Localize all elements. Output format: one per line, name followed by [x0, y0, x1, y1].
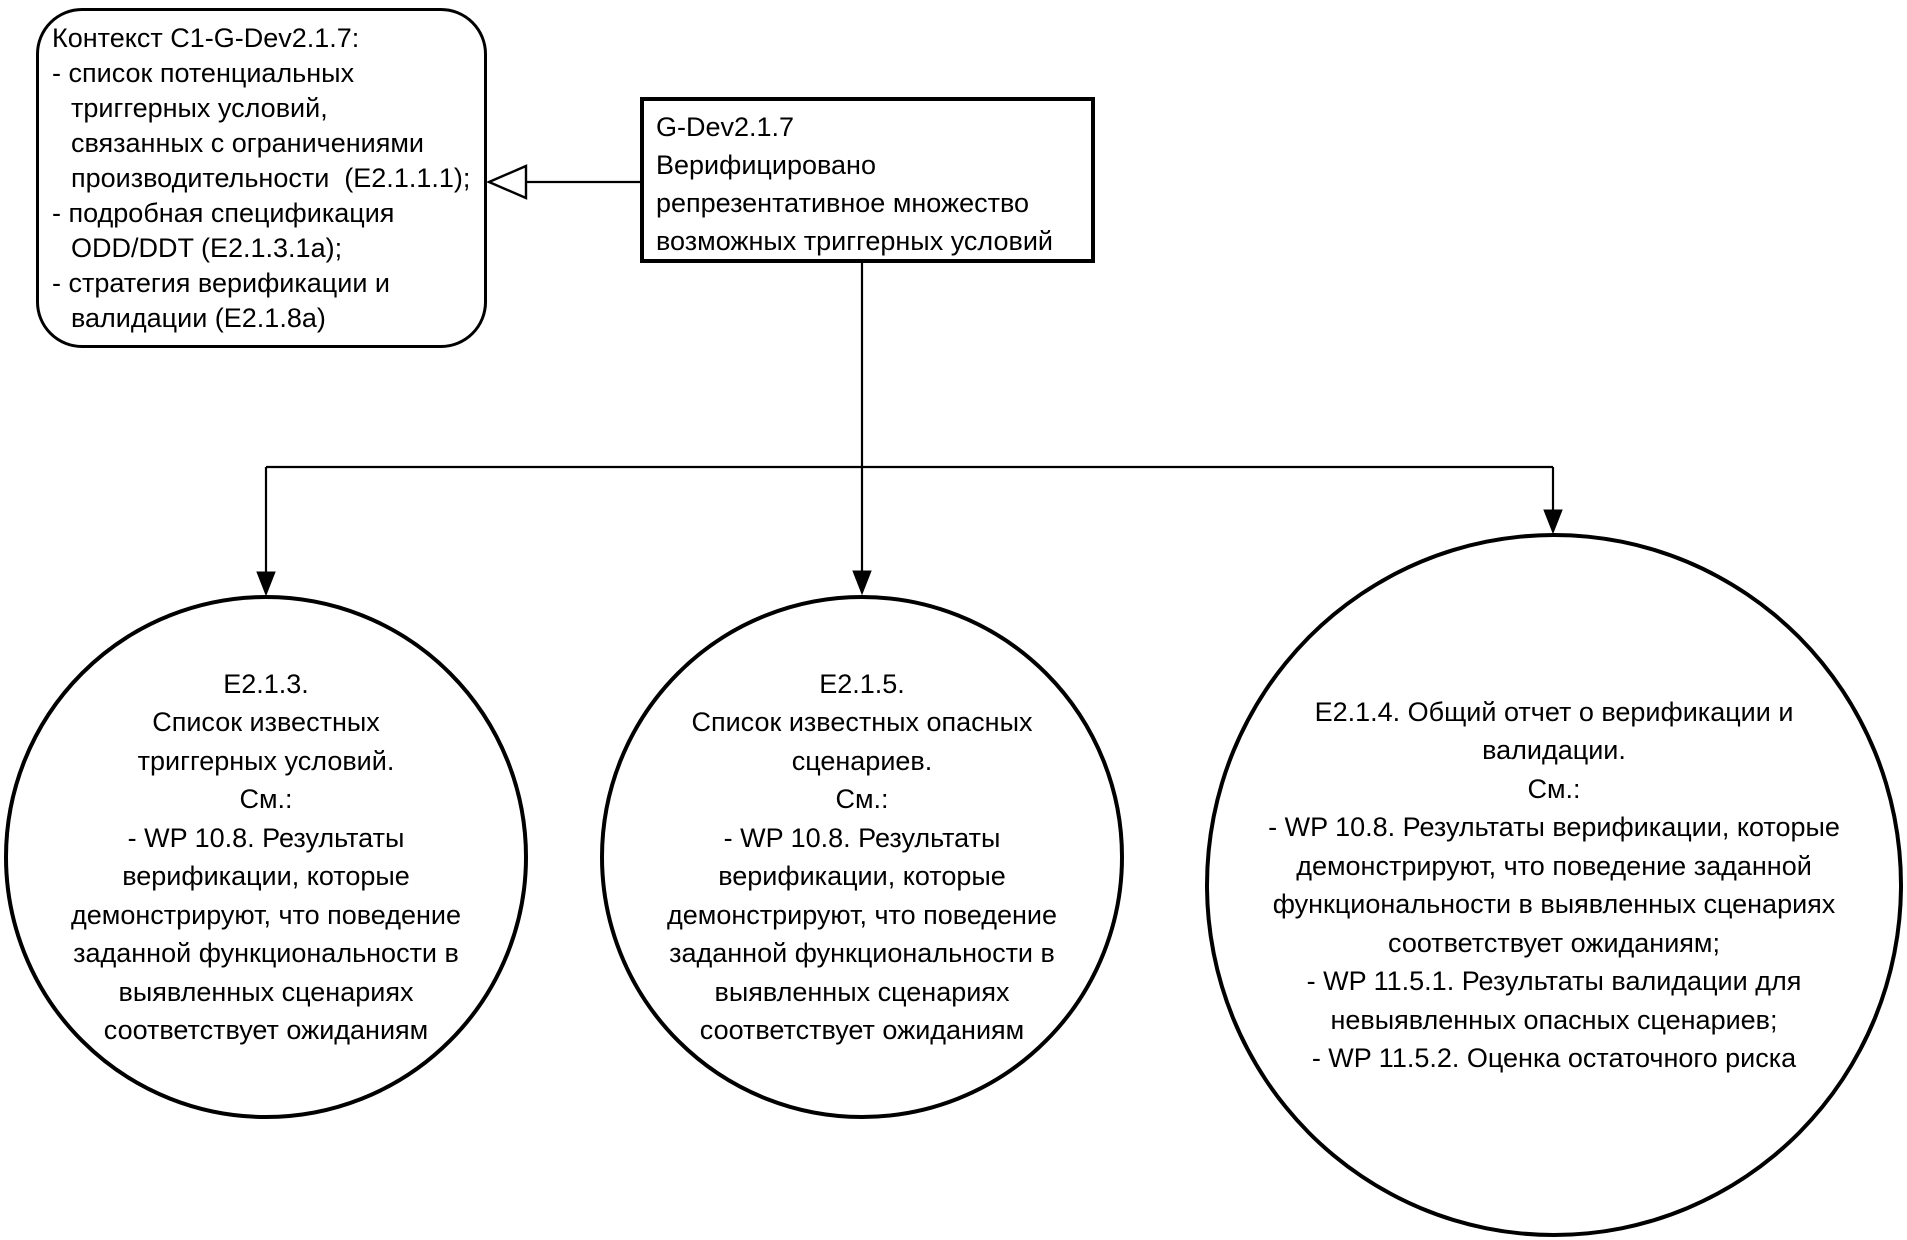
text-line: заданной функциональности в — [73, 938, 459, 968]
text-line: - подробная спецификация — [52, 198, 395, 228]
text-line: См.: — [239, 784, 293, 814]
text-line: верификации, которые — [122, 861, 410, 891]
text-line: E2.1.3. — [223, 668, 309, 699]
solution-node-e2-1-3-text: E2.1.3. Список известных триггерных услови… — [71, 665, 461, 1050]
text-line: Список известных опасных — [691, 707, 1033, 737]
text-line: Контекст C1-G-Dev2.1.7: — [52, 23, 360, 53]
text-line: - WP 10.8. Результаты — [723, 822, 1001, 853]
text-line: E2.1.5. — [819, 668, 905, 699]
solid-arrowhead-left-icon — [256, 571, 276, 597]
text-line: выявленных сценариях — [714, 976, 1010, 1007]
text-line: См.: — [835, 784, 889, 814]
solution-node-e2-1-4: E2.1.4. Общий отчет о верификации и валид… — [1205, 533, 1903, 1237]
solid-arrowhead-right-icon — [1543, 509, 1563, 535]
solution-node-e2-1-5: E2.1.5. Список известных опасных сценариев… — [600, 595, 1124, 1119]
context-node-text: Контекст C1-G-Dev2.1.7: - список потенциа… — [52, 21, 474, 336]
text-line: заданной функциональности в — [669, 938, 1055, 968]
text-line: E2.1.4. Общий отчет о верификации и — [1314, 696, 1794, 727]
text-line: - стратегия верификации и — [52, 268, 391, 298]
hollow-arrowhead-icon — [485, 164, 528, 200]
text-line: репрезентативное множество — [656, 188, 1030, 218]
text-line: производительности (E2.1.1.1); — [71, 163, 471, 193]
context-node-c1-g-dev2-1-7: Контекст C1-G-Dev2.1.7: - список потенциа… — [36, 8, 487, 348]
solution-node-e2-1-3: E2.1.3. Список известных триггерных услови… — [4, 595, 528, 1119]
text-line: демонстрируют, что поведение — [667, 899, 1057, 930]
text-line: - список потенциальных — [52, 58, 355, 88]
solution-node-e2-1-5-text: E2.1.5. Список известных опасных сценариев… — [667, 665, 1057, 1050]
text-line: См.: — [1527, 773, 1581, 804]
text-line: сценариев. — [791, 745, 933, 776]
text-line: верификации, которые — [718, 861, 1006, 891]
text-line: демонстрируют, что поведение — [71, 899, 461, 930]
text-line: демонстрируют, что поведение заданной — [1296, 850, 1812, 881]
text-line: валидации (E2.1.8a) — [71, 303, 326, 333]
text-line: функциональности в выявленных сценариях — [1272, 889, 1836, 919]
text-line: триггерных условий, — [71, 93, 328, 123]
text-line: выявленных сценариях — [118, 976, 414, 1007]
text-line: соответствует ожиданиям — [103, 1015, 429, 1045]
text-line: Верифицировано — [656, 150, 876, 180]
text-line: Список известных — [152, 707, 380, 737]
solution-node-e2-1-4-text: E2.1.4. Общий отчет о верификации и валид… — [1268, 693, 1840, 1078]
text-line: невыявленных опасных сценариев; — [1330, 1004, 1778, 1035]
text-line: связанных с ограничениями — [71, 128, 425, 158]
text-line: - WP 11.5.1. Результаты валидации для — [1306, 966, 1802, 996]
text-line: - WP 11.5.2. Оценка остаточного риска — [1311, 1043, 1797, 1073]
text-line: соответствует ожиданиям — [699, 1015, 1025, 1045]
text-line: соответствует ожиданиям; — [1388, 927, 1720, 958]
text-line: G-Dev2.1.7 — [656, 112, 795, 142]
text-line: возможных триггерных условий — [656, 226, 1053, 256]
text-line: валидации. — [1482, 735, 1626, 765]
solid-arrowhead-middle-icon — [852, 570, 872, 596]
text-line: - WP 10.8. Результаты — [127, 822, 405, 853]
text-line: триггерных условий. — [137, 745, 395, 776]
text-line: - WP 10.8. Результаты верификации, котор… — [1268, 812, 1840, 842]
text-line: ODD/DDT (E2.1.3.1a); — [71, 233, 343, 263]
